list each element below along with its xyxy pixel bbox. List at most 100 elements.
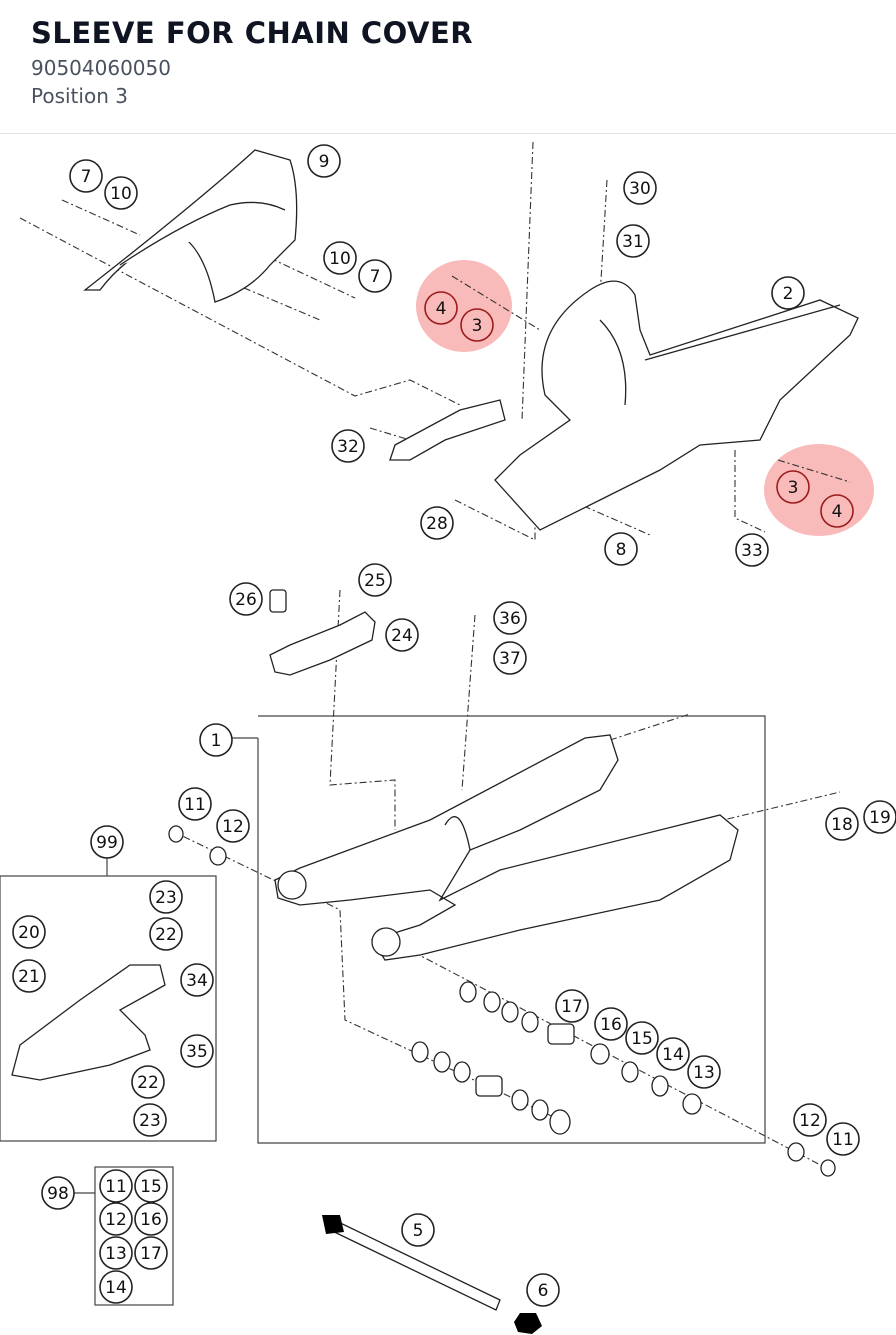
callout-circle [420,506,454,540]
callout-circle [424,291,458,325]
callout-circle [863,800,896,834]
chain-slider-part [11,964,166,1081]
highlight-area-right [764,444,874,536]
callout-33[interactable]: 33 [735,533,769,567]
callout-12[interactable]: 12 [99,1202,133,1236]
callout-7[interactable]: 7 [69,159,103,193]
part-number: 90504060050 [31,56,171,80]
callout-circle [776,470,810,504]
callout-circle [199,723,233,757]
callout-label: 26 [235,590,257,610]
callout-label: 10 [110,184,132,204]
callout-13[interactable]: 13 [687,1055,721,1089]
callout-17[interactable]: 17 [555,989,589,1023]
callout-15[interactable]: 15 [625,1021,659,1055]
callout-31[interactable]: 31 [616,224,650,258]
callout-34[interactable]: 34 [180,963,214,997]
callout-15[interactable]: 15 [134,1169,168,1203]
callout-6[interactable]: 6 [526,1273,560,1307]
callout-11[interactable]: 11 [826,1122,860,1156]
swingarm-part [274,734,739,961]
callout-3[interactable]: 3 [460,308,494,342]
callout-circle [493,601,527,635]
callout-4[interactable]: 4 [820,494,854,528]
callout-30[interactable]: 30 [623,171,657,205]
callout-circle [331,429,365,463]
callout-label: 30 [629,179,651,199]
callout-14[interactable]: 14 [99,1270,133,1304]
callout-circle [134,1236,168,1270]
callout-label: 14 [105,1278,127,1298]
callout-circle [401,1213,435,1247]
callout-1[interactable]: 1 [199,723,233,757]
callout-circle [90,825,124,859]
callout-17[interactable]: 17 [134,1236,168,1270]
pivot-bearings [168,825,836,1177]
callout-circle [104,176,138,210]
callout-21[interactable]: 21 [12,959,46,993]
header: SLEEVE FOR CHAIN COVER 90504060050 Posit… [0,0,896,134]
callout-5[interactable]: 5 [401,1213,435,1247]
callout-25[interactable]: 25 [358,563,392,597]
callout-label: 8 [616,540,627,560]
callout-20[interactable]: 20 [12,915,46,949]
callout-label: 99 [96,833,118,853]
callout-label: 13 [693,1063,715,1083]
callout-circle [460,308,494,342]
kit-98-frame [94,1166,174,1306]
callout-circle [771,276,805,310]
callout-37[interactable]: 37 [493,641,527,675]
callout-label: 13 [105,1244,127,1264]
callout-11[interactable]: 11 [178,787,212,821]
callout-36[interactable]: 36 [493,601,527,635]
callout-label: 28 [426,514,448,534]
callout-9[interactable]: 9 [307,144,341,178]
callout-24[interactable]: 24 [385,618,419,652]
callout-3[interactable]: 3 [776,470,810,504]
callout-circle [385,618,419,652]
highlight-area-top [416,260,512,352]
callout-23[interactable]: 23 [133,1103,167,1137]
callout-circle [99,1169,133,1203]
callout-28[interactable]: 28 [420,506,454,540]
callout-32[interactable]: 32 [331,429,365,463]
callout-circle [307,144,341,178]
callout-8[interactable]: 8 [604,532,638,566]
callout-12[interactable]: 12 [216,809,250,843]
callout-2[interactable]: 2 [771,276,805,310]
callout-label: 15 [631,1029,653,1049]
callout-98[interactable]: 98 [41,1176,75,1210]
callout-4[interactable]: 4 [424,291,458,325]
callout-11[interactable]: 11 [99,1169,133,1203]
callout-circle [180,1034,214,1068]
callout-circle [149,917,183,951]
callout-circle [594,1007,628,1041]
callout-19[interactable]: 19 [863,800,896,834]
callout-label: 18 [831,815,853,835]
callout-16[interactable]: 16 [134,1202,168,1236]
callout-35[interactable]: 35 [180,1034,214,1068]
callout-label: 22 [155,925,177,945]
callout-26[interactable]: 26 [229,582,263,616]
callout-circle [793,1103,827,1137]
callout-label: 16 [600,1015,622,1035]
callout-22[interactable]: 22 [131,1065,165,1099]
kit-99-frame [0,875,217,1142]
callout-18[interactable]: 18 [825,807,859,841]
callout-10[interactable]: 10 [323,241,357,275]
callout-label: 6 [538,1281,549,1301]
callout-label: 7 [370,267,381,287]
callout-circle [12,915,46,949]
callout-23[interactable]: 23 [149,880,183,914]
callout-12[interactable]: 12 [793,1103,827,1137]
callout-22[interactable]: 22 [149,917,183,951]
callout-label: 11 [832,1130,854,1150]
callout-16[interactable]: 16 [594,1007,628,1041]
callout-label: 37 [499,649,521,669]
callout-99[interactable]: 99 [90,825,124,859]
callout-7[interactable]: 7 [358,259,392,293]
callout-10[interactable]: 10 [104,176,138,210]
callout-circle [735,533,769,567]
callout-14[interactable]: 14 [656,1037,690,1071]
callout-13[interactable]: 13 [99,1236,133,1270]
